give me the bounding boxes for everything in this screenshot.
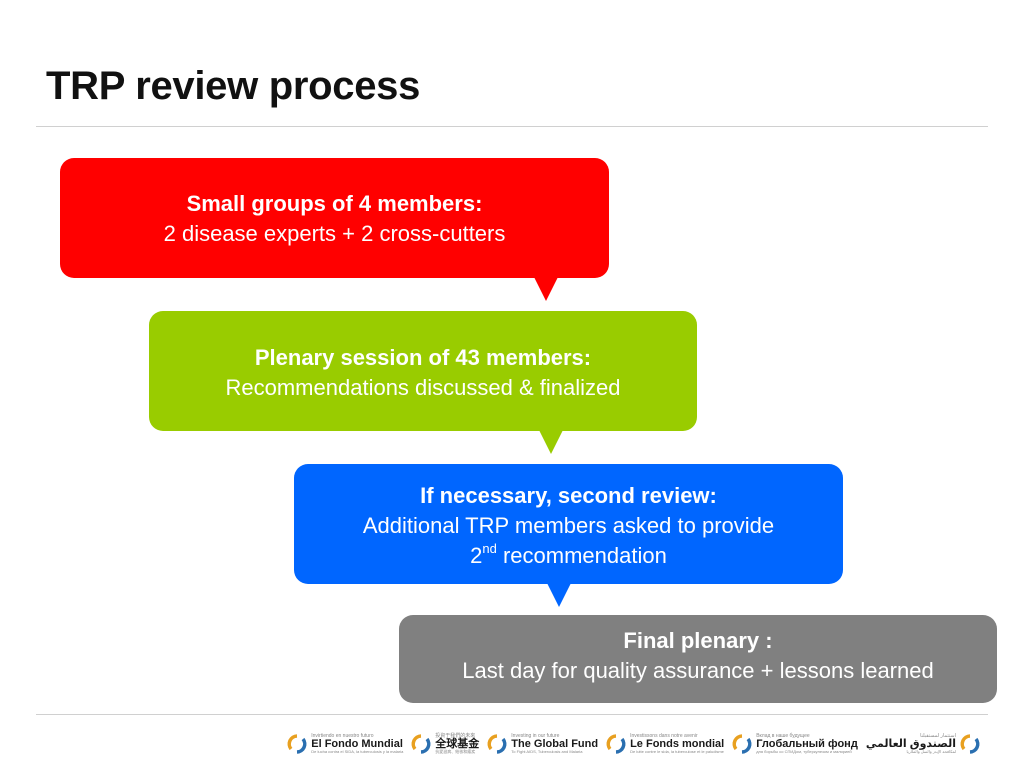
step-text-rest: recommendation [496, 543, 667, 568]
logo-name: Le Fonds mondial [630, 738, 725, 750]
step-heading: If necessary, second review: [420, 483, 717, 508]
step-final-plenary: Final plenary : Last day for quality ass… [399, 615, 997, 703]
step-heading: Plenary session of 43 members: [254, 345, 592, 370]
logo-tagline: 投資于我們的未來 [435, 733, 476, 739]
global-fund-emblem-icon [606, 734, 626, 754]
footer-divider [36, 714, 988, 715]
logo-name: 全球基金 [435, 738, 480, 750]
logo-tagline: Invirtiendo en nuestro futuro [311, 733, 374, 739]
logo-name: The Global Fund [511, 738, 599, 750]
logo-tagline: استثمار لمستقبلنا [920, 733, 956, 739]
step-heading: Final plenary : [623, 628, 773, 653]
step-text: 2 disease experts + 2 cross-cutters [163, 221, 506, 246]
step-plenary-session: Plenary session of 43 members: Recommend… [149, 311, 697, 454]
logo-subtitle: De lucha contra el SIDA, la tuberculosis… [311, 749, 404, 754]
logo-subtitle: 抗愛滋病、結核和瘧疾 [435, 749, 476, 754]
ordinal-suffix: nd [482, 540, 497, 556]
logo-name: الصندوق العالمي [865, 738, 956, 750]
logo-subtitle: для борьбы со СПИДом, туберкулезом и мал… [756, 749, 852, 754]
logo-name: El Fondo Mundial [311, 738, 403, 750]
step-small-groups: Small groups of 4 members: 2 disease exp… [60, 158, 609, 301]
step-heading: Small groups of 4 members: [186, 191, 483, 216]
global-fund-emblem-icon [487, 734, 507, 754]
step-text: Additional TRP members asked to provide [362, 513, 775, 538]
step-text: Last day for quality assurance + lessons… [462, 658, 934, 683]
logo-tagline: Investing in our future [511, 733, 560, 739]
global-fund-emblem-icon [960, 734, 980, 754]
logo-subtitle: De lutte contre le sida, la tuberculose … [630, 749, 724, 754]
ordinal-number: 2 [470, 543, 483, 568]
logo-subtitle: To Fight AIDS, Tuberculosis and Malaria [511, 749, 583, 754]
global-fund-emblem-icon [287, 734, 307, 754]
slide-title: TRP review process [46, 64, 421, 108]
logo-zh: 投資于我們的未來全球基金抗愛滋病、結核和瘧疾 [411, 734, 479, 754]
logo-name: Глобальный фонд [756, 738, 858, 750]
logo-tagline: Вклад в наше будущее [756, 733, 810, 739]
global-fund-emblem-icon [732, 734, 752, 754]
title-divider [36, 126, 988, 127]
logo-tagline: Investissons dans notre avenir [630, 733, 698, 739]
callout-arrow [547, 583, 571, 607]
callout-arrow [539, 430, 563, 454]
step-text: Recommendations discussed & finalized [225, 375, 621, 400]
callout-arrow [534, 277, 558, 301]
logo-subtitle: لمكافحة الإيدز والسل والملاريا [906, 749, 956, 754]
step-second-review: If necessary, second review: Additional … [294, 464, 843, 607]
global-fund-emblem-icon [411, 734, 431, 754]
step-text-line2: 2nd recommendation [294, 541, 843, 571]
